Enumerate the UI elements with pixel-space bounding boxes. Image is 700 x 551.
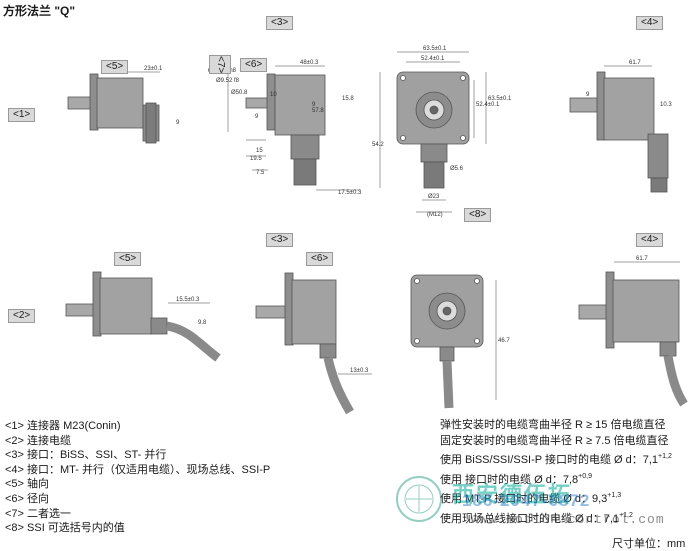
dim-p: 63.5±0.1 — [488, 96, 512, 102]
watermark-company: 西安德伍拓 — [452, 482, 573, 507]
view-tag-r2-4: <4> — [636, 233, 664, 247]
dim-d: 52.4±0.1 — [421, 56, 445, 62]
dim-t: (M12) — [427, 212, 443, 218]
dim-l: 15 — [256, 148, 263, 154]
watermark-phone: 186-2947-6872 — [462, 491, 591, 510]
dim-o: 52.4±0.1 — [476, 102, 500, 108]
legend: <1> 连接器 M23(Conin) <2> 连接电缆 <3> 接口：BiSS、… — [5, 419, 270, 536]
dim-w: 15.5±0.3 — [176, 297, 200, 303]
dim-m: 7.5 — [256, 170, 265, 176]
view-tag-r1-4: <4> — [636, 16, 664, 30]
legend-item: <5> 轴向 — [5, 478, 50, 491]
dim-s: Ø23 — [428, 194, 440, 200]
legend-item: <8> SSI 可选括号内的值 — [5, 522, 125, 535]
legend-item: <2> 连接电缆 — [5, 434, 72, 447]
view-tag-r1-8: <8> — [464, 208, 492, 222]
r1-axial-connector-view — [67, 73, 160, 144]
dim-cc: 9 — [312, 102, 316, 108]
note-line: 弹性安装时的电缆弯曲半径 R ≥ 15 倍电缆直径 — [440, 419, 666, 431]
watermark-logo — [396, 476, 442, 522]
dim-e: 61.7 — [629, 60, 641, 66]
dim-ee: 10 — [270, 92, 277, 98]
view-tag-r1-3: <3> — [266, 16, 294, 30]
note-line: 使用 BiSS/SSI/SSI-P 接口时的电缆 Ø d：7,1+1,2 — [440, 453, 672, 466]
dim-x: 9.8 — [198, 320, 207, 326]
legend-item: <7> 二者选一 — [5, 507, 72, 520]
view-tag-r2-6: <6> — [306, 252, 334, 266]
dim-c: 63.5±0.1 — [423, 46, 447, 52]
dim-aa: 46.7 — [498, 338, 510, 344]
r2-radial-cable-view — [255, 272, 354, 415]
r1-front-view — [396, 71, 470, 189]
legend-item: <1> 连接器 M23(Conin) — [5, 420, 121, 432]
view-tag-r2-3: <3> — [266, 233, 294, 247]
unit-label: 尺寸单位：mm — [612, 538, 686, 550]
row-tag-2: <2> — [8, 309, 36, 323]
dim-z: 61.7 — [636, 256, 648, 262]
watermark-url: www.motion-control.com — [471, 512, 665, 527]
r2-front-view — [410, 274, 484, 409]
page-title: 方形法兰 "Q" — [3, 4, 76, 18]
view-tag-r2-5: <5> — [114, 252, 142, 266]
dim-i: 15.8 — [342, 96, 354, 102]
dim-q: 54.2 — [372, 142, 384, 148]
note-line: 使用现场总线接口时的电缆 Ø d：7,1+1,2 — [440, 511, 633, 525]
r2-axial-cable-view — [65, 271, 221, 362]
note-line: 使用 接口时的电缆 Ø d：7,8+0,9 — [440, 472, 592, 486]
r1-radial-connector-view — [245, 73, 326, 186]
view-tag-r1-5: <5> — [101, 60, 129, 74]
row-tag-1: <1> — [8, 108, 36, 122]
dim-bb: 9 — [255, 114, 259, 120]
dim-u: 10.3 — [660, 102, 672, 108]
view-tag-r1-6: <6> — [240, 58, 268, 72]
legend-item: <3> 接口：BiSS、SSI、ST- 并行 — [5, 449, 167, 462]
dim-y: 13±0.3 — [350, 368, 369, 374]
dim-j: 57.8 — [312, 108, 324, 114]
legend-item: <6> 径向 — [5, 492, 50, 505]
dim-n: 17.5±0.3 — [338, 190, 362, 196]
dim-h: Ø50.8 — [231, 90, 248, 96]
dim-a: 23±0.1 — [144, 66, 163, 72]
legend-item: <4> 接口：MT- 并行（仅适用电缆）、现场总线、SSI-P — [5, 463, 271, 476]
r2-side-view-4 — [578, 271, 688, 407]
r1-side-view-4 — [569, 71, 669, 193]
dim-v: 9 — [176, 120, 180, 126]
dim-b: 48±0.3 — [300, 60, 319, 66]
dim-g: Ø9.52 f8 — [216, 78, 240, 84]
dim-r: Ø5.6 — [450, 166, 464, 172]
dim-dd: 9 — [586, 92, 590, 98]
note-line: 固定安装时的电缆弯曲半径 R ≥ 7.5 倍电缆直径 — [440, 434, 669, 447]
dim-k: 19.5 — [250, 156, 262, 162]
cable-notes: 弹性安装时的电缆弯曲半径 R ≥ 15 倍电缆直径 固定安装时的电缆弯曲半径 R… — [440, 418, 672, 527]
note-line: 使用 MT-P 接口时的电缆 Ø d：9,3+1,3 — [440, 492, 622, 505]
view-tag-r1-7: <7> — [209, 55, 231, 75]
